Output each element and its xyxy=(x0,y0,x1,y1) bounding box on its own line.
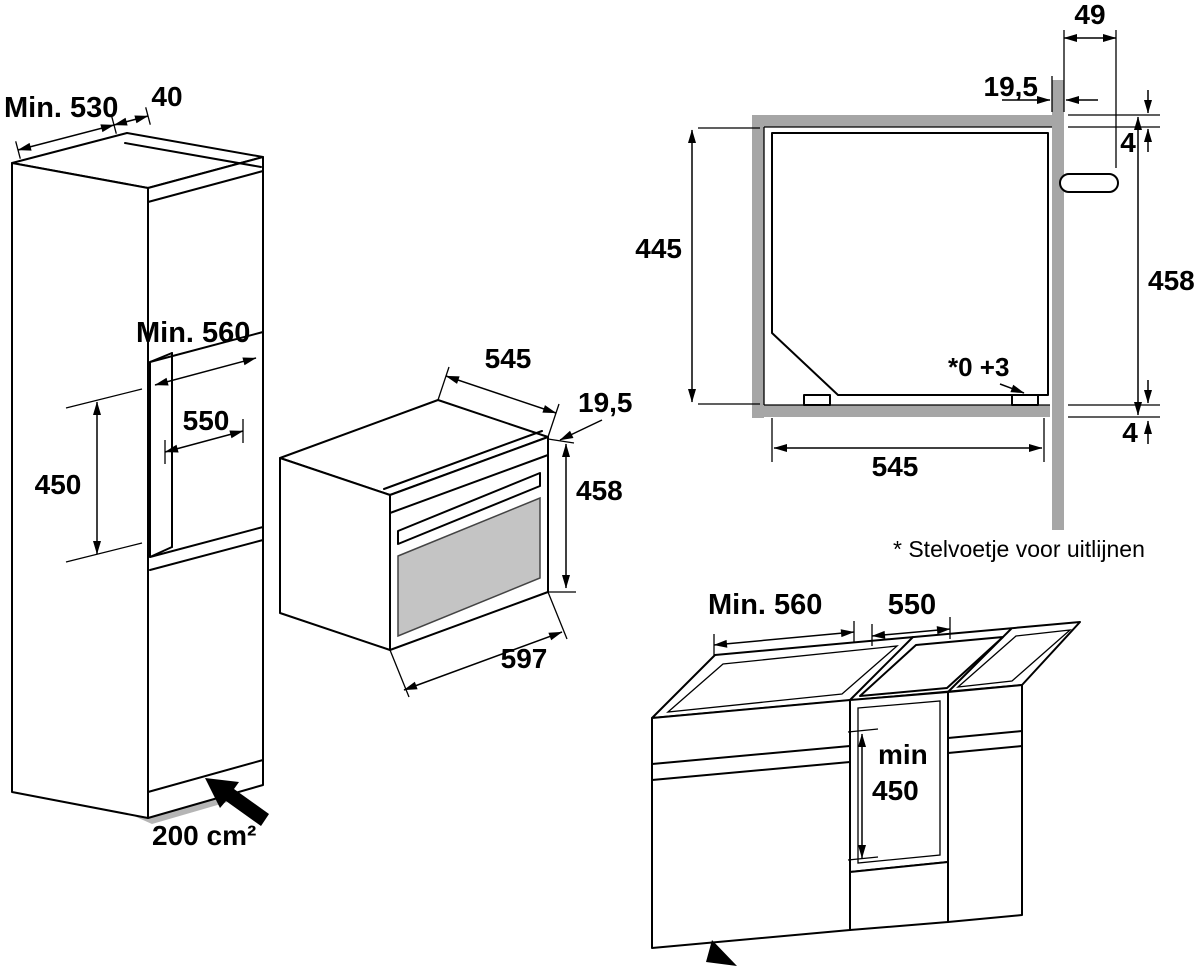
base-oven-slot-top xyxy=(859,636,1004,697)
label-vent-area: 200 cm² xyxy=(152,820,256,851)
dim-base-opening-height-min-450: min 450 xyxy=(847,728,928,861)
label-base-opening-width: 550 xyxy=(888,589,936,621)
oven-view: 545 19,5 458 597 xyxy=(279,343,633,698)
label-oven-height: 458 xyxy=(576,475,623,506)
vent-arrow-icon xyxy=(205,778,269,826)
label-total-height: 458 xyxy=(1148,265,1195,296)
dim-front-gap-19-5: 19,5 xyxy=(984,71,1098,112)
dim-bottom-clearance-4: 4 xyxy=(1068,380,1160,448)
dim-top-clearance-4: 4 xyxy=(1068,90,1160,158)
section-front-panel xyxy=(1052,80,1064,530)
section-left-wall xyxy=(752,115,764,418)
label-section-niche-height: 445 xyxy=(635,233,682,264)
tall-cabinet-view: Min. 530 40 Min. 560 550 450 200 cm² xyxy=(4,81,269,851)
leveling-foot-left xyxy=(803,394,831,406)
tall-cabinet-niche xyxy=(149,331,264,558)
dim-niche-height-445: 445 xyxy=(635,127,760,405)
dim-base-opening-width-550: 550 xyxy=(871,589,951,646)
label-front-offset: 49 xyxy=(1074,0,1105,30)
installation-section-view: 49 19,5 4 445 458 *0 +3 xyxy=(635,0,1194,562)
base-cabinet-view: Min. 560 550 min 450 xyxy=(651,589,1081,966)
label-niche-width-inner: 550 xyxy=(183,405,230,436)
label-bottom-clearance: 4 xyxy=(1122,417,1138,448)
plinth-corner-mark xyxy=(706,940,737,966)
dim-oven-depth-545: 545 xyxy=(437,343,560,438)
base-cabinet-left-front xyxy=(651,699,851,949)
dim-niche-height-450: 450 xyxy=(35,388,143,563)
dim-niche-width-550: 550 xyxy=(164,405,244,464)
oven-body-profile xyxy=(771,132,1049,396)
label-oven-width: 597 xyxy=(501,643,548,674)
dim-front-offset-49: 49 xyxy=(1063,0,1117,168)
section-bottom-wall xyxy=(752,405,1050,417)
label-base-niche-width-min: Min. 560 xyxy=(708,589,822,621)
mounting-bracket xyxy=(1059,173,1119,193)
label-depth-min: Min. 530 xyxy=(4,92,118,124)
label-niche-height: 450 xyxy=(35,469,82,500)
label-door-protrusion: 19,5 xyxy=(578,387,633,418)
label-base-opening-height-min: min xyxy=(878,739,928,770)
dim-base-niche-width-min-560: Min. 560 xyxy=(708,589,855,656)
label-rear-gap: 40 xyxy=(151,81,182,112)
dim-oven-height-458: 458 xyxy=(547,438,623,593)
base-below-opening-panel xyxy=(849,861,949,931)
dim-door-protrusion-19-5: 19,5 xyxy=(559,387,633,441)
dim-niche-depth-545: 545 xyxy=(771,418,1045,482)
label-niche-width-min: Min. 560 xyxy=(136,317,250,349)
oven-door-glass xyxy=(397,496,541,638)
dim-oven-width-597: 597 xyxy=(389,591,568,698)
section-top-wall xyxy=(752,115,1052,127)
dim-niche-width-min-560: Min. 560 xyxy=(136,317,257,386)
footnote-leveling-foot: * Stelvoetje voor uitlijnen xyxy=(893,536,1145,562)
dim-total-height-458: 458 xyxy=(1134,116,1195,416)
label-base-opening-height-value: 450 xyxy=(872,775,919,806)
oven-door-handle xyxy=(397,472,541,545)
label-foot-adjustment: *0 +3 xyxy=(948,352,1009,382)
label-front-gap: 19,5 xyxy=(984,71,1039,102)
label-top-clearance: 4 xyxy=(1120,127,1136,158)
dim-depth-min-530: Min. 530 40 xyxy=(4,81,183,159)
label-oven-depth: 545 xyxy=(485,343,532,374)
callout-foot-adjustment: *0 +3 xyxy=(948,352,1025,394)
base-cabinet-right-front xyxy=(947,684,1023,923)
label-niche-depth: 545 xyxy=(872,451,919,482)
leveling-foot-right xyxy=(1011,394,1039,406)
vent-area-callout: 200 cm² xyxy=(152,778,269,851)
